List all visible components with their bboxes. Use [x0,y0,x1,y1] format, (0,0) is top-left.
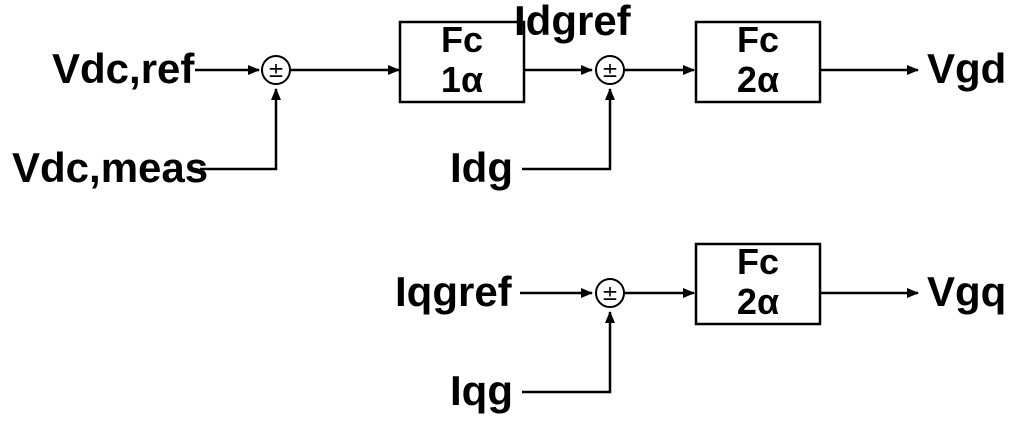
sum1-sign-icon: ± [268,58,285,82]
vgq-label: Vgq [927,268,1006,315]
fc2q-block: Fc 2α [694,241,822,326]
vdc-ref-label: Vdc,ref [52,45,195,92]
fc2d-line1: Fc [737,19,779,60]
vdc-meas-label: Vdc,meas [12,144,208,191]
sum2-sign-icon: ± [602,58,619,82]
fc2q-line2: 2α [737,281,779,322]
fc2q-line1: Fc [737,241,779,282]
fc1-block: Fc 1α [398,19,526,104]
vgd-label: Vgd [927,45,1006,92]
summing-junction-3: ± [595,278,625,308]
fc1-line1: Fc [441,19,483,60]
vdc-meas-wire [200,88,281,171]
summing-junction-2: ± [595,55,625,85]
iqgref-label: Iqgref [395,268,513,315]
idgref-label: Idgref [514,0,632,44]
idg-wire [522,88,615,171]
idg-label: Idg [450,144,513,191]
summing-junction-1: ± [261,55,291,85]
fc1-line2: 1α [441,59,483,100]
fc2d-block: Fc 2α [694,19,822,104]
iqg-wire [522,311,615,394]
sum3-sign-icon: ± [602,281,619,305]
fc2d-line2: 2α [737,59,779,100]
iqg-label: Iqg [450,367,513,414]
